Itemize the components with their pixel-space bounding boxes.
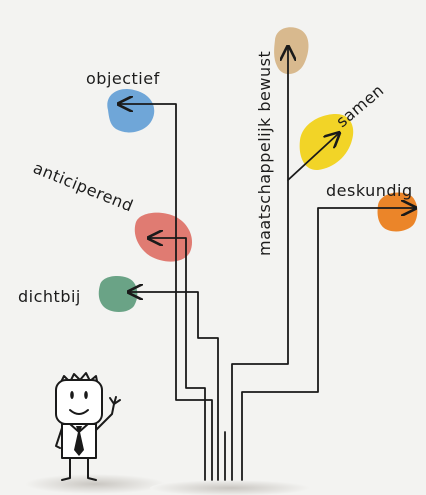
blob-maatschappelijk-bewust <box>274 27 309 75</box>
label-maatschappelijk-bewust: maatschappelijk bewust <box>255 51 274 256</box>
arrow-anticiperend <box>150 238 206 481</box>
ground-shadow <box>25 474 165 494</box>
trunk-shadow <box>150 480 310 495</box>
label-samen: samen <box>332 80 387 131</box>
cartoon-person-icon <box>55 372 121 481</box>
label-deskundig: deskundig <box>326 181 413 200</box>
label-objectief: objectief <box>86 69 160 88</box>
arrow-deskundig <box>241 208 414 481</box>
arrow-dichtbij <box>130 292 219 481</box>
blob-objectief <box>107 89 155 133</box>
label-anticiperend: anticiperend <box>31 158 137 215</box>
arrow-objectief <box>120 104 213 481</box>
label-dichtbij: dichtbij <box>18 287 81 306</box>
blob-dichtbij <box>98 276 138 312</box>
arrow-maatschappelijk-bewust <box>231 48 288 481</box>
arrow-samen <box>287 134 338 181</box>
